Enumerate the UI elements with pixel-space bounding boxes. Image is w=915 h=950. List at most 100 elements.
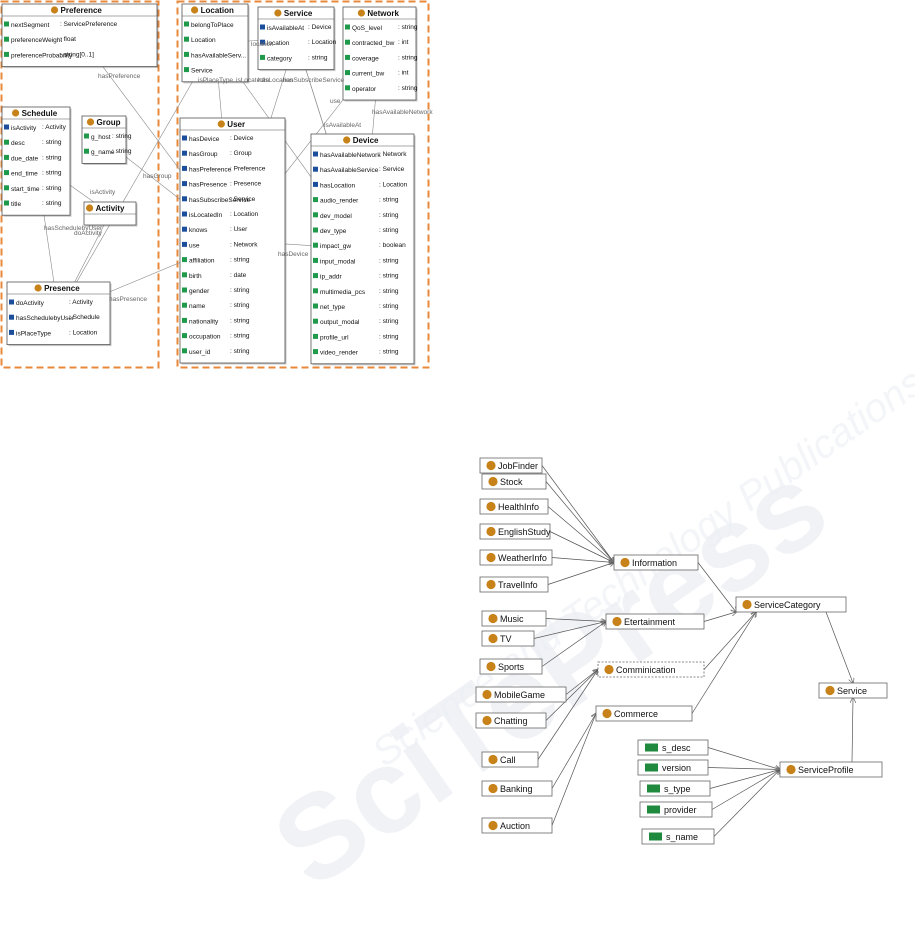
class-icon xyxy=(604,664,614,675)
data-attribute-icon xyxy=(345,70,350,76)
attribute-type: : Service xyxy=(379,166,405,173)
attribute-name: input_modal xyxy=(320,258,356,265)
class-icon xyxy=(602,708,612,719)
node-box xyxy=(818,682,888,699)
service-node-sports[interactable]: Sports xyxy=(479,658,543,675)
attribute-type: : string xyxy=(398,85,418,92)
node-box xyxy=(475,712,547,729)
service-node-travelinfo[interactable]: TravelInfo xyxy=(479,576,549,593)
attribute-type: : Schedule xyxy=(69,314,100,321)
service-edge-comminication-to-servicecategory xyxy=(703,612,756,670)
object-attribute-icon xyxy=(182,211,187,217)
data-attribute-icon xyxy=(4,170,9,176)
class-activity[interactable]: Activity xyxy=(83,201,138,227)
node-box xyxy=(481,817,553,834)
service-node-music[interactable]: Music xyxy=(481,610,547,627)
attribute-name: hasPresence xyxy=(189,182,227,189)
service-node-comminication[interactable]: Comminication xyxy=(597,661,705,678)
service-node-banking[interactable]: Banking xyxy=(481,780,553,797)
attribute-name: due_date xyxy=(11,155,38,162)
attribute-name: start_time xyxy=(11,186,40,193)
service-node-jobfinder[interactable]: JobFinder xyxy=(479,457,543,474)
attribute-name: multimedia_pcs xyxy=(320,289,366,296)
node-label: Music xyxy=(500,614,524,624)
attribute-type: : string xyxy=(230,287,250,294)
class-icon xyxy=(488,613,498,624)
service-node-serviceprofile[interactable]: ServiceProfile xyxy=(779,761,883,778)
service-node-mobilegame[interactable]: MobileGame xyxy=(475,686,567,703)
service-node-commerce[interactable]: Commerce xyxy=(595,705,693,722)
attribute-name: nationality xyxy=(189,318,219,325)
node-label: Chatting xyxy=(494,716,528,726)
object-attribute-icon xyxy=(182,241,187,247)
node-label: Service xyxy=(837,686,867,696)
class-icon xyxy=(786,764,796,775)
class-title: Device xyxy=(353,136,379,145)
data-attribute-icon xyxy=(260,54,265,60)
attribute-type: : string xyxy=(230,317,250,324)
node-label: s_name xyxy=(666,832,698,842)
class-title: Network xyxy=(367,9,399,18)
node-label: JobFinder xyxy=(498,461,538,471)
attribute-type: : Preference xyxy=(230,165,266,172)
service-edge-information-to-servicecategory xyxy=(697,562,736,613)
attribute-type: : string xyxy=(379,273,399,280)
node-box xyxy=(481,751,539,768)
attribute-type: : Location xyxy=(230,211,259,218)
service-edge-servicecategory-to-service xyxy=(825,611,853,683)
attribute-name: birth xyxy=(189,273,202,280)
service-node-service[interactable]: Service xyxy=(818,682,888,699)
service-node-weatherinfo[interactable]: WeatherInfo xyxy=(479,549,553,566)
service-node-healthinfo[interactable]: HealthInfo xyxy=(479,498,549,515)
node-box xyxy=(479,457,543,474)
service-node-information[interactable]: Information xyxy=(613,554,699,571)
edge-label: isActivity xyxy=(90,189,116,196)
class-location[interactable]: LocationbelongToPlaceLocationhasAvailabl… xyxy=(181,3,250,84)
service-node-chatting[interactable]: Chatting xyxy=(475,712,547,729)
attribute-name: audio_render xyxy=(320,198,359,205)
service-node-etertainment[interactable]: Etertainment xyxy=(605,613,705,630)
class-icon xyxy=(612,616,622,627)
attribute-type: : string xyxy=(398,54,418,61)
service-node-version[interactable]: version xyxy=(637,759,709,776)
service-edge-jobfinder-to-information xyxy=(541,465,614,563)
node-label: MobileGame xyxy=(494,690,545,700)
attribute-type: : string xyxy=(42,139,62,146)
node-box xyxy=(479,549,553,566)
service-node-provider[interactable]: provider xyxy=(639,801,713,818)
service-node-auction[interactable]: Auction xyxy=(481,817,553,834)
data-attribute-icon xyxy=(313,227,318,233)
attribute-type: : string xyxy=(42,185,62,192)
service-node-s-desc[interactable]: s_desc xyxy=(637,739,709,756)
relation-edge-presence-to-location xyxy=(58,43,216,314)
node-label: TV xyxy=(500,634,512,644)
attribute-type: : Activity xyxy=(69,299,94,306)
attribute-name: preferenceWeight xyxy=(11,37,62,44)
node-label: Banking xyxy=(500,784,533,794)
node-box xyxy=(479,523,551,540)
data-attribute-icon xyxy=(182,333,187,339)
object-attribute-icon xyxy=(9,314,14,320)
service-edges xyxy=(533,465,853,837)
attribute-type: : Device xyxy=(308,24,332,31)
data-property-icon xyxy=(649,832,662,841)
service-edge-weatherinfo-to-information xyxy=(551,557,614,563)
service-node-s-type[interactable]: s_type xyxy=(639,780,711,797)
service-node-englishstudy[interactable]: EnglishStudy xyxy=(479,523,551,540)
service-node-stock[interactable]: Stock xyxy=(481,473,547,490)
service-node-call[interactable]: Call xyxy=(481,751,539,768)
service-edge-banking-to-commerce xyxy=(551,714,596,789)
attribute-type: : string xyxy=(42,200,62,207)
service-node-s-name[interactable]: s_name xyxy=(641,828,715,845)
service-node-tv[interactable]: TV xyxy=(481,630,535,647)
service-node-servicecategory[interactable]: ServiceCategory xyxy=(735,596,847,613)
data-attribute-icon xyxy=(4,185,9,191)
